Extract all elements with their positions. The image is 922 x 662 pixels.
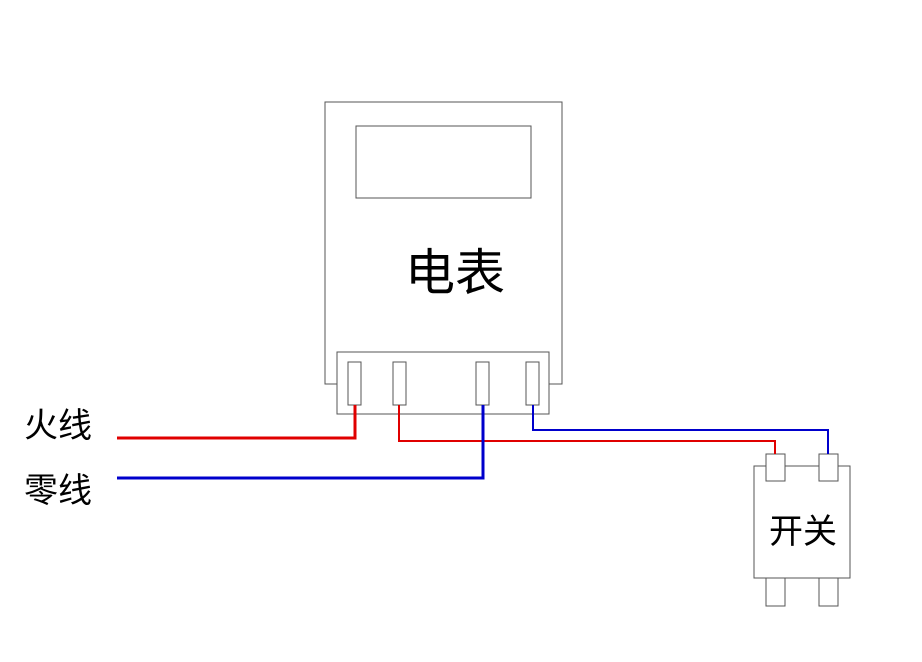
meter-terminal-4 [525,361,540,406]
switch-terminal-top-right [818,453,839,482]
meter-display-window [355,125,532,199]
meter-terminal-3 [475,361,490,406]
switch-terminal-top-left [765,453,786,482]
neutral-wire-label: 零线 [24,471,92,511]
live-wire-to-switch [398,405,776,454]
switch-label: 开关 [769,512,837,552]
switch-terminal-bottom-right [818,577,839,607]
neutral-wire-in [117,405,485,480]
meter-terminal-block [336,351,550,415]
meter-terminal-1 [347,361,362,406]
neutral-wire-to-switch [532,405,829,454]
meter-label: 电表 [405,244,505,302]
switch-terminal-bottom-left [765,577,786,607]
live-wire-label: 火线 [24,406,92,446]
live-wire-in [117,405,357,440]
meter-terminal-2 [392,361,407,406]
switch-body [753,465,851,579]
